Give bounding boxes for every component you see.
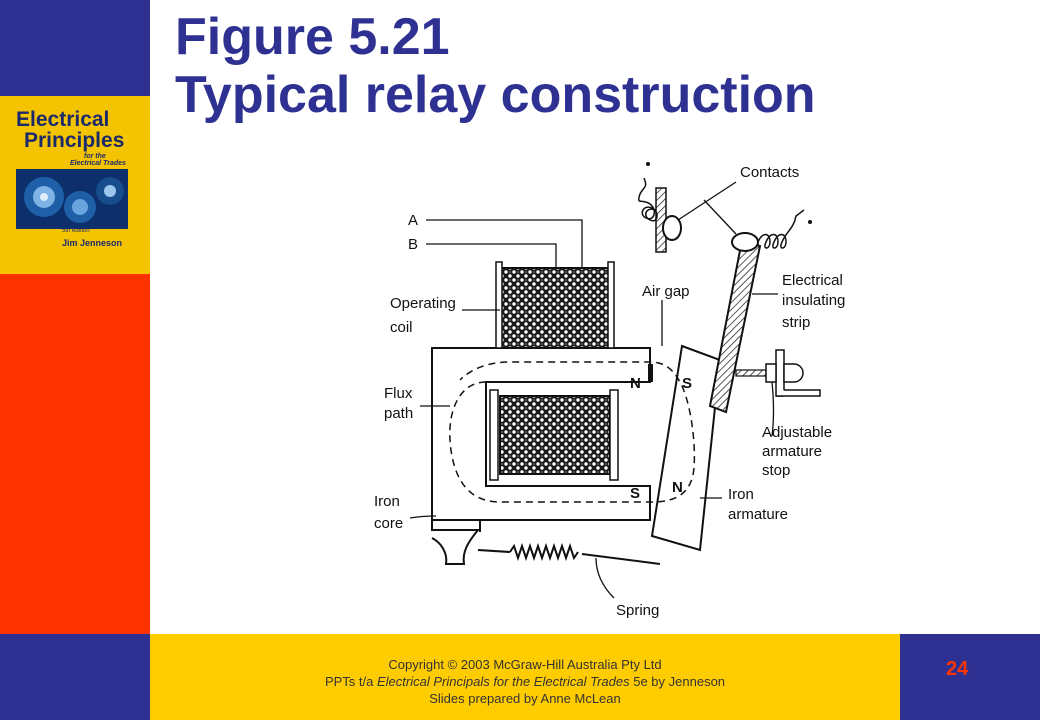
- stop-bracket: [775, 349, 785, 397]
- leader-contacts-fixed: [677, 181, 737, 221]
- spring-rod-left: [477, 549, 511, 553]
- pole-face: [648, 364, 653, 382]
- fixed-contact: [662, 215, 682, 241]
- footer-ppts-title: Electrical Principals for the Electrical…: [377, 674, 630, 689]
- page-number: 24: [946, 658, 969, 680]
- page-title-line1: Figure 5.21: [175, 8, 450, 66]
- label-flux-path-1: Flux: [384, 385, 413, 402]
- stop-nut: [765, 363, 777, 383]
- label-b: B: [408, 236, 418, 253]
- leader-a: [426, 219, 583, 268]
- relay-diagram: A B Operating coil Flux path Iron core C…: [374, 162, 845, 619]
- core-foot: [431, 520, 481, 565]
- fixed-wire-end: [646, 162, 650, 166]
- pole-label-s-armature: S: [682, 375, 692, 392]
- label-stop-1: Adjustable: [762, 424, 832, 441]
- label-insulating-2: insulating: [782, 292, 845, 309]
- footer-ppts-suffix: 5e by Jenneson: [629, 674, 726, 689]
- label-insulating-1: Electrical: [782, 272, 843, 289]
- pole-label-s-core: S: [630, 485, 640, 502]
- operating-coil-upper: [499, 267, 611, 349]
- stop-bracket-base: [776, 389, 821, 397]
- left-red-block: [0, 274, 150, 634]
- book-cover-author: Jim Jenneson: [62, 238, 123, 248]
- pole-label-n-core: N: [630, 375, 641, 392]
- coil-flange-top-left: [495, 261, 503, 349]
- stop-screw-head: [783, 363, 804, 383]
- book-cover: Electrical Principles for the Electrical…: [0, 96, 150, 274]
- pole-label-n-armature: N: [672, 479, 683, 496]
- footer-ppts-line: PPTs t/a Electrical Principals for the E…: [150, 673, 900, 690]
- label-iron-armature-1: Iron: [728, 486, 754, 503]
- leader-spring: [595, 557, 615, 599]
- leader-contacts-moving: [703, 199, 737, 235]
- footer-text: Copyright © 2003 McGraw-Hill Australia P…: [150, 656, 900, 707]
- footer-ppts-prefix: PPTs t/a: [324, 674, 377, 689]
- page-title-line2: Typical relay construction: [175, 66, 816, 124]
- moving-wire-end: [808, 220, 812, 224]
- footer-copyright: Copyright © 2003 McGraw-Hill Australia P…: [388, 657, 662, 672]
- iron-core: [431, 347, 651, 521]
- bottom-right-block: [900, 634, 1040, 720]
- spring-coil: [509, 542, 579, 562]
- page-title: Figure 5.21 Typical relay construction: [175, 8, 816, 124]
- label-spring: Spring: [616, 602, 659, 619]
- book-cover-subtitle-line1: for the: [84, 153, 106, 160]
- moving-contact: [731, 232, 759, 252]
- label-operating-coil-1: Operating: [390, 295, 456, 312]
- coil-flange-top-right: [607, 261, 615, 349]
- bottom-left-block: [0, 634, 150, 720]
- label-stop-2: armature: [762, 443, 822, 460]
- fixed-contact-wire: [638, 177, 658, 222]
- leader-iron-core: [409, 515, 437, 519]
- label-iron-armature-2: armature: [728, 506, 788, 523]
- leader-stop: [771, 381, 775, 437]
- book-cover-edition: 5th edition: [62, 228, 90, 234]
- label-air-gap: Air gap: [642, 283, 690, 300]
- label-iron-core-1: Iron: [374, 493, 400, 510]
- label-operating-coil-2: coil: [390, 319, 413, 336]
- moving-contact-wire: [757, 209, 805, 249]
- footer-prepared-by: Slides prepared by Anne McLean: [429, 691, 621, 706]
- label-a: A: [408, 212, 418, 229]
- coil-flange-bottom-right: [609, 389, 619, 481]
- book-cover-image: [16, 169, 128, 229]
- left-top-block: [0, 0, 150, 96]
- label-flux-path-2: path: [384, 405, 413, 422]
- book-cover-subtitle-line2: Electrical Trades: [70, 160, 126, 167]
- iron-armature: [650, 344, 722, 552]
- insulating-strip: [708, 238, 762, 414]
- footer: Copyright © 2003 McGraw-Hill Australia P…: [150, 634, 900, 720]
- book-cover-title-line1: Electrical: [16, 108, 110, 131]
- label-contacts: Contacts: [740, 164, 799, 181]
- core-foot-base: [432, 519, 481, 532]
- book-cover-title-line2: Principles: [24, 129, 125, 152]
- spring-rod-right: [581, 553, 661, 565]
- label-insulating-3: strip: [782, 314, 810, 331]
- flux-path: [449, 361, 696, 503]
- operating-coil-lower: [499, 395, 611, 475]
- leader-b: [426, 243, 557, 268]
- label-iron-core-2: core: [374, 515, 403, 532]
- coil-flange-bottom-left: [489, 389, 499, 481]
- label-stop-3: stop: [762, 462, 790, 479]
